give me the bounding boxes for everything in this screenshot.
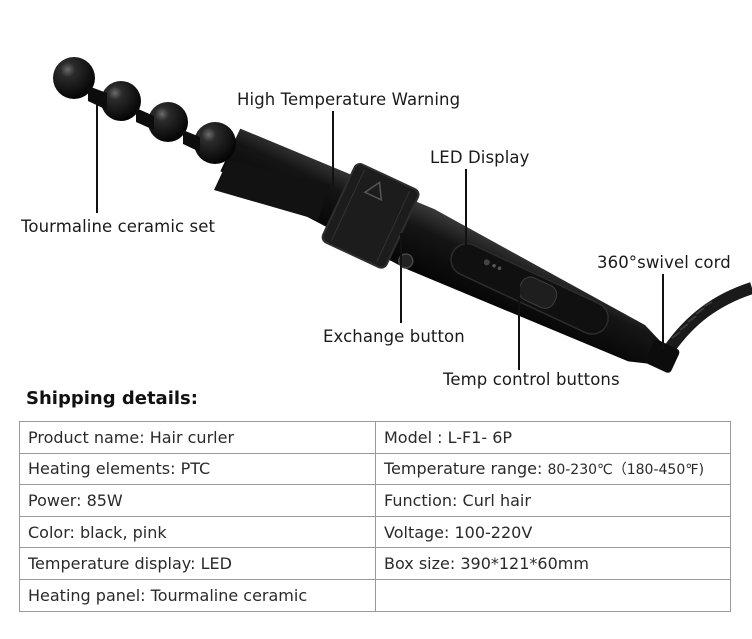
spec-cell [375, 578, 731, 612]
callout-exchange-button: Exchange button [323, 327, 465, 346]
spec-text: Box size: 390*121*60mm [384, 554, 589, 574]
swivel-cord [665, 282, 752, 352]
spec-cell: Power: 85W [19, 484, 376, 517]
warning-triangle-icon [363, 181, 383, 202]
spec-text: Model : L-F1- 6P [384, 427, 513, 447]
callout-led-display: LED Display [430, 148, 530, 167]
callout-high-temperature-warning: High Temperature Warning [237, 90, 461, 109]
shipping-details-heading: Shipping details: [26, 388, 198, 409]
spec-text-small: 80-230℃（180-450℉) [547, 461, 705, 478]
spec-table: Product name: Hair curler Model : L-F1- … [19, 421, 731, 612]
spec-text: Temperature range: [384, 458, 548, 478]
tourmaline-barrel [53, 57, 236, 164]
spec-cell: Temperature display: LED [19, 547, 376, 580]
table-row: Heating elements: PTC Temperature range:… [19, 452, 731, 486]
heat-collar [321, 163, 420, 269]
spec-cell: Function: Curl hair [375, 484, 731, 517]
spec-cell: Color: black, pink [19, 515, 376, 549]
callout-temp-control-buttons: Temp control buttons [443, 370, 620, 389]
spec-text: Function: Curl hair [384, 490, 531, 510]
temp-button-pad [518, 276, 558, 309]
spec-cell: Heating panel: Tourmaline ceramic [19, 578, 376, 612]
barrel-shaft [214, 160, 330, 220]
spec-cell: Heating elements: PTC [19, 452, 376, 486]
callout-swivel-cord: 360°swivel cord [597, 253, 731, 272]
spec-cell: Temperature range: 80-230℃（180-450℉) [375, 452, 731, 486]
spec-cell: Voltage: 100-220V [375, 515, 731, 549]
exchange-button-knob [398, 253, 414, 269]
table-row: Product name: Hair curler Model : L-F1- … [19, 421, 731, 454]
table-row: Temperature display: LED Box size: 390*1… [19, 547, 731, 580]
table-row: Color: black, pink Voltage: 100-220V [19, 515, 731, 549]
spec-cell: Box size: 390*121*60mm [375, 547, 731, 580]
table-row: Power: 85W Function: Curl hair [19, 484, 731, 517]
hair-curler-illustration [53, 57, 752, 373]
callout-tourmaline-ceramic-set: Tourmaline ceramic set [21, 217, 216, 236]
table-row: Heating panel: Tourmaline ceramic [19, 578, 731, 612]
spec-cell: Product name: Hair curler [19, 421, 376, 454]
spec-cell: Model : L-F1- 6P [375, 421, 731, 454]
spec-text: Voltage: 100-220V [384, 522, 533, 542]
